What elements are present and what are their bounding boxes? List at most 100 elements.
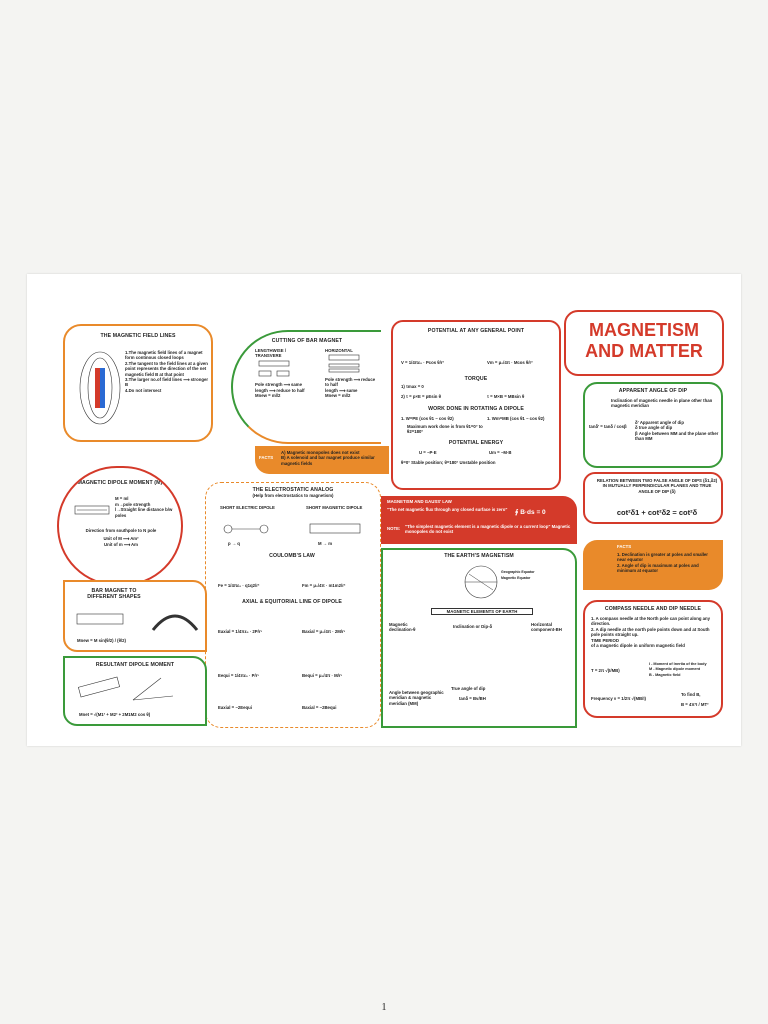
torque-t3: τ = M×B = MBsin θ xyxy=(487,394,525,399)
false-planes-title: RELATION BETWEEN TWO FALSE ANGLE OF DIPS… xyxy=(596,478,718,494)
resultant-vectors-icon xyxy=(78,676,174,701)
resultant-formula: Mnet = √(M1² + M2² + 2M1M2 cos θ) xyxy=(79,712,151,717)
dipole-unit1: Unit of M ⟶ Am² xyxy=(103,536,139,542)
potential-v1: V = 1/4πε₀ · Pcos θ/r² xyxy=(401,360,444,365)
gauss-note: "The simplest magnetic element is a magn… xyxy=(405,524,571,535)
facts-monopole-b: B) A solenoid and bar magnet produce sim… xyxy=(281,455,375,466)
bar-magnet-field-lines-icon xyxy=(79,351,121,425)
apparent-dip-n1: δ' Apparent angle of dip xyxy=(635,420,684,425)
cutting-panel: CUTTING OF BAR MAGNET LENGTHWISE / TRANS… xyxy=(231,330,381,444)
torque-t2: 2) τ = p×E = pEsin θ xyxy=(401,394,441,399)
axial-title: AXIAL & EQUITORIAL LINE OF DIPOLE xyxy=(242,599,342,605)
compass-p2: 2. A dip needle at the north pole points… xyxy=(591,626,710,638)
earth-tan-dip: tanδ = Bv/BH xyxy=(459,696,486,701)
earth-elements: MAGNETIC ELEMENTS OF EARTH xyxy=(431,608,533,616)
facts-monopole-panel: FACTS A) Magnetic monopoles does not exi… xyxy=(255,446,389,474)
axial-ba: Baxial = μ₀/4π · 2M/r³ xyxy=(302,629,346,634)
dipole-moment-panel: MAGNETIC DIPOLE MOMENT (M) M = ml m→pole… xyxy=(57,466,183,586)
apparent-dip-title: APPARENT ANGLE OF DIP xyxy=(618,388,688,394)
field-lines-point-1: 1.The magnetic field lines of a magnet f… xyxy=(125,350,203,361)
bar-shapes-panel: BAR MAGNET TO DIFFERENT SHAPES Mnew = M … xyxy=(63,580,207,652)
earth-true-dip: True angle of dip xyxy=(451,686,486,691)
earth-declination: Magnetic declination-θ xyxy=(389,622,416,633)
bar-shapes-formula: Mnew = M sin(θ/2) / (θ/2) xyxy=(77,638,126,643)
cutting-pole-same: Pole strength ⟶ same xyxy=(255,382,302,388)
facts-dip-panel: FACTS 1. Declination is greater at poles… xyxy=(583,540,723,590)
gauss-title: MAGNETISM AND GAUSS' LAW xyxy=(387,499,452,504)
earth-title: THE EARTH'S MAGNETISM xyxy=(444,553,514,559)
compass-time-title: TIME PERIOD xyxy=(591,637,619,643)
equi-ee: Eequi = 1/4πε₀ · P/r³ xyxy=(218,673,259,678)
cutting-mnew-left: Mnew = ml/2 xyxy=(255,393,281,399)
poster-sheet: THE MAGNETIC FIELD LINES 1.The magnetic … xyxy=(27,274,741,746)
cutting-title: CUTTING OF BAR MAGNET xyxy=(271,338,343,344)
cutting-length-half: length ⟶ reduce to half xyxy=(255,387,305,393)
compass-bf: B = 4π²I / MT² xyxy=(681,702,709,707)
axial-ea: Eaxial = 1/4πε₀ · 2P/r³ xyxy=(218,629,262,634)
apparent-dip-panel: APPARENT ANGLE OF DIP Inclination of mag… xyxy=(583,382,723,468)
dipole-dir: Direction from southpole to N pole xyxy=(85,528,157,533)
compass-title: COMPASS NEEDLE AND DIP NEEDLE xyxy=(604,606,702,612)
field-lines-point-4: 4.Do not intersect xyxy=(125,387,162,393)
compass-t: T = 2π √(I/MB) xyxy=(591,668,620,673)
gauss-statement: "The net magnetic flux through any close… xyxy=(387,507,508,512)
compass-bdef: B - Magnetic field xyxy=(649,672,681,677)
cutting-length-same: length ⟶ same xyxy=(325,387,358,393)
compass-find: To find B, xyxy=(681,692,701,697)
false-planes-formula: cot²δ1 + cot²δ2 = cot²δ xyxy=(616,508,698,517)
dipole-l-def: l→Straight line distance b/w poles xyxy=(115,507,173,518)
page-number: 1 xyxy=(381,1002,387,1013)
earth-horizontal: Horizontal component-BH xyxy=(531,622,562,633)
earth-geo-eq: Geographic Equator xyxy=(501,570,535,574)
potential-v2: Vm = μ₀/4π · Mcos θ/r² xyxy=(487,360,533,365)
work-w1: 1. W=PE (cos θ1 − cos θ2) xyxy=(401,416,454,421)
compass-time-desc: of a magnetic dipole in uniform magnetic… xyxy=(591,643,685,649)
facts-monopole-label: FACTS xyxy=(259,455,274,460)
compass-p1: 1. A compass needle at the North pole ca… xyxy=(591,616,711,627)
resultant-title: RESULTANT DIPOLE MOMENT xyxy=(95,662,175,668)
gauss-note-label: NOTE: xyxy=(387,526,401,531)
facts-dip-f2: 2. Angle of dip is maximum at poles and … xyxy=(617,562,699,574)
earth-globe-icon xyxy=(464,565,498,599)
torque-t1: 1) τmax = 0 xyxy=(401,384,424,389)
field-lines-point-2: 2.The tangent to the field lines at a gi… xyxy=(125,360,208,377)
electric-dipole-icon xyxy=(223,524,269,534)
gauss-panel: MAGNETISM AND GAUSS' LAW "The net magnet… xyxy=(381,496,577,544)
pe-u2: Um = −M·B xyxy=(489,450,512,455)
resultant-panel: RESULTANT DIPOLE MOMENT Mnet = √(M1² + M… xyxy=(63,656,207,726)
coulomb-title: COULOMB'S LAW xyxy=(269,553,315,559)
facts-monopole-a: A) Magnetic monopoles does not exist xyxy=(281,450,360,455)
pe-stable: θ=0° Stable position; θ=180° Unstable po… xyxy=(401,460,496,465)
work-w3: Maximum work done is from θ1=0° to θ2=18… xyxy=(407,424,483,435)
title-line2: AND MATTER xyxy=(585,341,703,361)
cutting-mnew-right: Mnew = ml/2 xyxy=(325,393,351,399)
coulomb-fm: Fm = μ₀/4π · m1m2/r² xyxy=(302,583,346,588)
cutting-horizontal-label: HORIZONTAL xyxy=(325,348,353,353)
electrostatic-sub: (Help from electrostatics to magnetism) xyxy=(252,493,334,498)
title-panel: MAGNETISM AND MATTER xyxy=(564,310,724,376)
apparent-dip-formula: tanδ' = tanδ / cosβ xyxy=(589,424,627,429)
coulomb-fe: Fe = 1/4πε₀ · q1q2/r² xyxy=(218,583,260,588)
pe-title: POTENTIAL ENERGY xyxy=(448,440,504,446)
earth-angle-def: Angle between geographic meridian & magn… xyxy=(389,690,444,706)
work-title: WORK DONE IN ROTATING A DIPOLE xyxy=(428,406,524,412)
field-lines-point-3: 3.The larger no.of field lines ⟶ stronge… xyxy=(125,377,209,388)
relation-br: Baxial = −2Bequi xyxy=(302,705,337,710)
false-planes-panel: RELATION BETWEEN TWO FALSE ANGLE OF DIPS… xyxy=(583,472,723,524)
compass-i: I - Moment of Inertia of the body xyxy=(649,662,707,666)
earth-panel: THE EARTH'S MAGNETISM Geographic Equator… xyxy=(381,548,577,728)
bar-shapes-title: BAR MAGNET TO DIFFERENT SHAPES xyxy=(87,588,141,600)
earth-inclination: Inclination or Dip-δ xyxy=(453,624,493,629)
facts-dip-label: FACTS xyxy=(617,544,632,549)
torque-title: TORQUE xyxy=(464,376,488,382)
electrostatic-pq: p → q xyxy=(228,541,240,546)
short-electric-label: SHORT ELECTRIC DIPOLE xyxy=(220,505,275,510)
bar-shapes-icon xyxy=(76,613,199,631)
title-line1: MAGNETISM xyxy=(589,320,699,340)
dipole-m: M = ml xyxy=(115,496,129,501)
cut-magnet-icon xyxy=(258,360,290,377)
facts-dip-f1: 1. Declination is greater at poles and s… xyxy=(617,552,708,563)
cutting-pole-half: Pole strength ⟶ reduce to half xyxy=(325,376,376,388)
dipole-unit2: Unit of m ⟶ Am xyxy=(104,541,138,547)
cutting-lengthwise-label: LENGTHWISE / TRANSVERE xyxy=(255,348,287,359)
